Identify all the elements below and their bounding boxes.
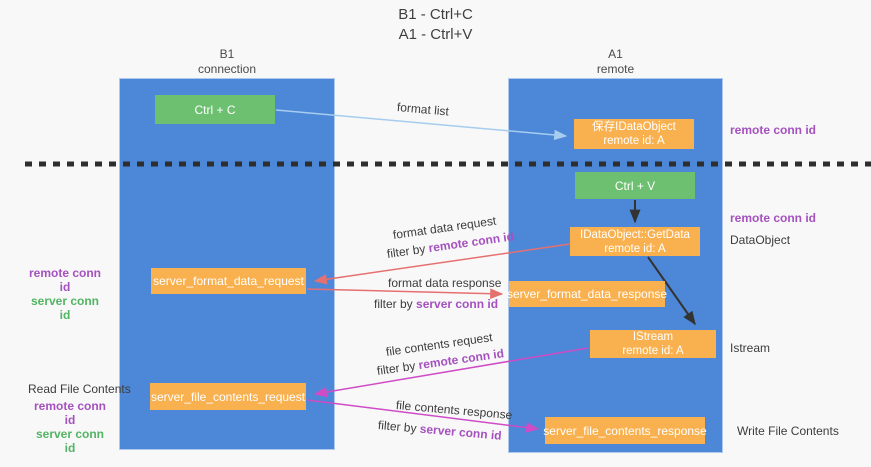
read-file-contents-label: Read File Contents <box>28 382 131 396</box>
server-conn-id-text: server conn id <box>416 297 499 311</box>
istream-node: IStream remote id: A <box>590 330 716 358</box>
lane-a1-role: remote <box>596 62 635 76</box>
file-contents-response-arrow <box>306 399 540 433</box>
getdata-node: IDataObject::GetData remote id: A <box>570 227 700 256</box>
istream-side-label: Istream <box>730 341 771 355</box>
format-list-arrow <box>275 109 568 141</box>
conn-id-pair-format: remote conn id server conn id <box>24 266 106 322</box>
ctrl-v-node: Ctrl + V <box>575 172 695 199</box>
lane-header-a1: A1 remote <box>508 47 723 77</box>
filter-by-text: filter by <box>374 297 417 311</box>
conn-id-pair-file: remote conn id server conn id <box>29 399 111 455</box>
file-contents-request-arrow <box>313 347 589 398</box>
lane-a1-name: A1 <box>608 47 623 61</box>
saved-dataobject-line2: remote id: A <box>603 135 665 147</box>
server-file-contents-request-label: server_file_contents_request <box>150 389 306 404</box>
server-file-contents-response-label: server_file_contents_response <box>543 423 707 438</box>
server-file-contents-request-node: server_file_contents_request <box>150 383 306 410</box>
filter-by-server-1: filter by server conn id <box>374 297 498 311</box>
remote-conn-id-left-label: remote conn id <box>33 399 106 427</box>
saved-dataobject-line1: 保存IDataObject <box>592 121 676 133</box>
lane-b1-role: connection <box>197 62 257 76</box>
server-conn-id-left-label: server conn id <box>35 427 105 455</box>
remote-conn-id-left-label: remote conn id <box>28 266 101 294</box>
remote-conn-id-mid-label: remote conn id <box>730 211 817 225</box>
getdata-line2: remote id: A <box>604 242 666 255</box>
remote-conn-id-top-label: remote conn id <box>730 123 817 137</box>
lane-header-b1: B1 connection <box>119 47 335 77</box>
server-format-data-response-label: server_format_data_response <box>506 287 668 301</box>
lane-b1-name: B1 <box>219 47 235 61</box>
ctrl-v-label: Ctrl + V <box>614 178 656 193</box>
istream-line2: remote id: A <box>622 345 684 357</box>
istream-line1: IStream <box>632 331 674 343</box>
getdata-to-istream-arrow <box>647 256 696 326</box>
saved-dataobject-node: 保存IDataObject remote id: A <box>574 119 694 149</box>
write-file-contents-label: Write File Contents <box>737 424 839 438</box>
server-format-data-request-node: server_format_data_request <box>151 268 306 294</box>
format-data-response-label: format data response <box>388 276 502 290</box>
server-format-data-response-node: server_format_data_response <box>506 281 668 307</box>
server-conn-id-left-label: server conn id <box>30 294 100 322</box>
server-file-contents-response-node: server_file_contents_response <box>543 417 707 444</box>
ctrl-c-label: Ctrl + C <box>194 102 236 117</box>
format-data-request-arrow <box>313 243 571 285</box>
dataobject-label: DataObject <box>730 233 791 247</box>
format-data-response-arrow <box>306 288 504 299</box>
server-format-data-request-label: server_format_data_request <box>153 274 304 288</box>
title-line-2: A1 - Ctrl+V <box>398 26 473 43</box>
ctrl-c-node: Ctrl + C <box>155 95 275 124</box>
getdata-line1: IDataObject::GetData <box>580 228 690 241</box>
diagram-title: B1 - Ctrl+C A1 - Ctrl+V <box>0 5 871 45</box>
title-line-1: B1 - Ctrl+C <box>398 6 473 23</box>
